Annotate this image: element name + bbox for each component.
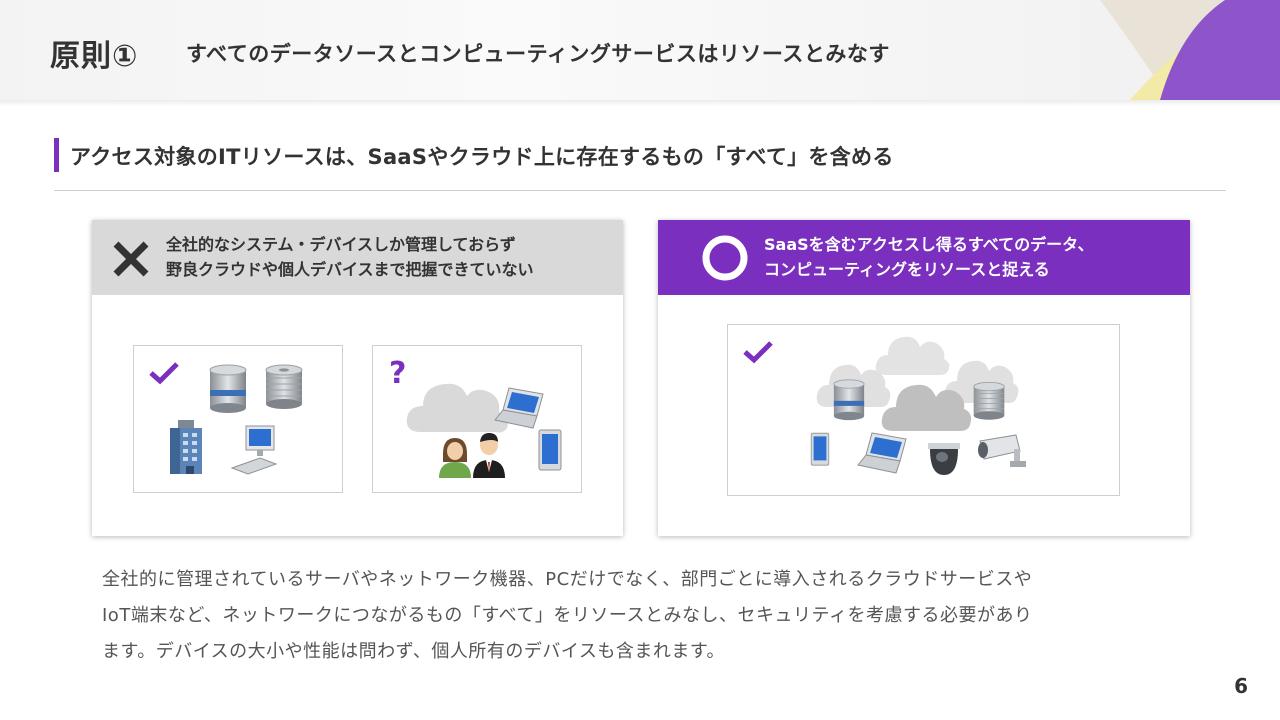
panel-good-example: SaaSを含むアクセスし得るすべてのデータ、 コンピューティングをリソースと捉え… (658, 220, 1190, 536)
building-icon (170, 420, 202, 474)
page-subtitle: すべてのデータソースとコンピューティングサービスはリソースとみなす (186, 42, 890, 66)
storage-icon (265, 364, 303, 409)
cloud-icon (881, 384, 972, 431)
person-woman-icon (439, 438, 471, 478)
slide-header: 原則① すべてのデータソースとコンピューティングサービスはリソースとみなす (0, 0, 1280, 100)
panel-bad-text: 全社的なシステム・デバイスしか管理しておらず 野良クラウドや個人デバイスまで把握… (166, 232, 534, 282)
panel-bad-example: 全社的なシステム・デバイスしか管理しておらず 野良クラウドや個人デバイスまで把握… (92, 220, 623, 536)
managed-assets-box (133, 345, 343, 493)
cross-icon (113, 241, 149, 277)
subheading: アクセス対象のITリソースは、SaaSやクラウド上に存在するもの「すべて」を含め… (70, 145, 894, 169)
panel-bad-header: 全社的なシステム・デバイスしか管理しておらず 野良クラウドや個人デバイスまで把握… (92, 220, 623, 295)
unmanaged-assets-box: ? (372, 345, 582, 493)
panel-good-text: SaaSを含むアクセスし得るすべてのデータ、 コンピューティングをリソースと捉え… (764, 232, 1094, 282)
page-title: 原則① (50, 39, 139, 74)
page-number: 6 (1234, 674, 1248, 698)
circle-icon (702, 235, 748, 281)
divider (54, 190, 1226, 191)
person-man-icon (473, 433, 505, 478)
panel-good-header: SaaSを含むアクセスし得るすべてのデータ、 コンピューティングをリソースと捉え… (658, 220, 1190, 295)
desktop-pc-icon (230, 425, 278, 475)
cloud-icon (406, 383, 508, 433)
panel-bad-line1: 全社的なシステム・デバイスしか管理しておらず (166, 235, 516, 254)
question-mark: ? (389, 356, 407, 391)
database-icon (833, 379, 865, 421)
description-line2: IoT端末など、ネットワークにつながるもの「すべて」をリソースとみなし、セキュリ… (102, 605, 1033, 626)
header-decoration (1100, 0, 1280, 100)
check-icon (149, 362, 179, 385)
dome-camera-icon (928, 443, 960, 475)
panel-bad-line2: 野良クラウドや個人デバイスまで把握できていない (166, 260, 534, 279)
description-line1: 全社的に管理されているサーバやネットワーク機器、PCだけでなく、部門ごとに導入さ… (102, 569, 1033, 590)
header-shadow (0, 100, 1280, 106)
panel-good-line2: コンピューティングをリソースと捉える (764, 260, 1050, 279)
panel-good-line1: SaaSを含むアクセスし得るすべてのデータ、 (764, 235, 1094, 254)
laptop-icon (494, 387, 544, 429)
laptop-icon (857, 432, 907, 474)
all-resources-box (727, 324, 1120, 496)
tablet-icon (810, 432, 830, 466)
database-icon (209, 364, 247, 413)
description-text: 全社的に管理されているサーバやネットワーク機器、PCだけでなく、部門ごとに導入さ… (102, 562, 1192, 670)
subheading-accent-bar (54, 138, 59, 172)
description-line3: ます。デバイスの大小や性能は問わず、個人所有のデバイスも含まれます。 (102, 641, 726, 662)
tablet-icon (538, 429, 562, 471)
cloud-icon (875, 336, 950, 375)
check-icon (743, 341, 773, 364)
storage-icon (973, 381, 1005, 420)
security-camera-icon (978, 434, 1026, 467)
